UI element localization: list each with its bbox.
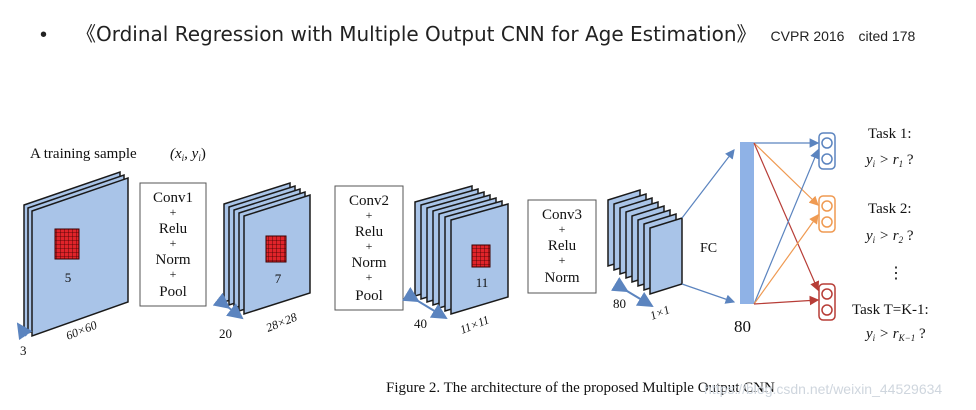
op3-plus-2: + [559, 253, 566, 267]
op2-plus-1: + [366, 208, 373, 222]
op1-relu: Relu [159, 221, 188, 237]
taskK-title: Task T=K-1: [852, 302, 929, 318]
op2-norm: Norm [352, 255, 387, 271]
op1-pool: Pool [159, 284, 187, 300]
op2-pool: Pool [355, 288, 383, 304]
op2-relu: Relu [355, 224, 384, 240]
fc-layer-bar [740, 142, 754, 304]
op1-box [139, 182, 207, 307]
op1-norm: Norm [156, 252, 191, 268]
task2-title: Task 2: [868, 201, 912, 217]
op2-plus-3: + [366, 270, 373, 284]
sample-label: A training sample [30, 146, 137, 162]
paper-title: 《Ordinal Regression with Multiple Output… [76, 22, 757, 46]
fc-label: FC [700, 241, 717, 256]
stage2-depth: 20 [219, 326, 232, 341]
stage4-size: 1×1 [648, 302, 672, 323]
op2-plus-2: + [366, 239, 373, 253]
stage3-depth: 40 [414, 316, 427, 331]
conv1-kernel-size: 5 [65, 270, 72, 285]
stage4-depth-arrow [611, 277, 654, 308]
stage3-size: 11×11 [458, 312, 491, 336]
architecture-figure: A training sample (xi, yi) 5 3 60×60 Con… [16, 126, 929, 358]
op1-plus-3: + [170, 267, 177, 281]
citation-count: cited 178 [858, 28, 916, 44]
op3-plus-1: + [559, 222, 566, 236]
conv2-feature-maps [414, 185, 509, 316]
task1-title: Task 1: [868, 126, 912, 142]
bullet-line: • 《Ordinal Regression with Multiple Outp… [40, 18, 915, 46]
venue-label: CVPR 2016 [770, 28, 845, 44]
op1-plus-1: + [170, 205, 177, 219]
fc-units: 80 [734, 317, 751, 336]
taskK-expression: yi > rK−1 ? [864, 326, 926, 343]
stage4-depth: 80 [613, 296, 626, 311]
taskK-output-nodes [818, 283, 836, 321]
op3-relu: Relu [548, 238, 577, 254]
conv1-kernel [54, 228, 80, 260]
figure-caption: Figure 2. The architecture of the propos… [386, 380, 775, 396]
op2-box [334, 185, 404, 311]
op1-plus-2: + [170, 236, 177, 250]
task-ellipsis: ⋮ [888, 265, 904, 282]
task2-expression: yi > r2 ? [864, 228, 914, 245]
task1-expression: yi > r1 ? [864, 152, 914, 169]
stage1-depth-arrow [16, 322, 33, 341]
output-connections [753, 138, 820, 306]
conv2-kernel [265, 235, 287, 263]
op3-conv: Conv3 [542, 207, 582, 223]
conv3-feature-maps [607, 188, 683, 296]
conv2-kernel-size: 7 [275, 271, 282, 286]
op2-conv: Conv2 [349, 193, 389, 209]
stage1-depth: 3 [20, 343, 27, 358]
watermark: https://blog.csdn.net/weixin_44529634 [704, 381, 943, 397]
sample-variable: (xi, yi) [170, 146, 206, 163]
op3-box [527, 199, 597, 294]
fc-arrow-bottom [681, 283, 736, 304]
fc-arrow-top [681, 149, 735, 219]
task1-output-nodes [818, 132, 836, 170]
task2-output-nodes [818, 195, 836, 233]
stage2-depth-arrow [212, 292, 244, 320]
conv3-kernel [471, 244, 491, 268]
stage2-size: 28×28 [264, 310, 299, 335]
op1-conv: Conv1 [153, 190, 193, 206]
bullet-glyph: • [40, 24, 48, 46]
input-feature-map [23, 170, 129, 338]
op3-norm: Norm [545, 270, 580, 286]
stage3-depth-arrow [402, 287, 448, 320]
conv3-kernel-size: 11 [476, 275, 489, 290]
